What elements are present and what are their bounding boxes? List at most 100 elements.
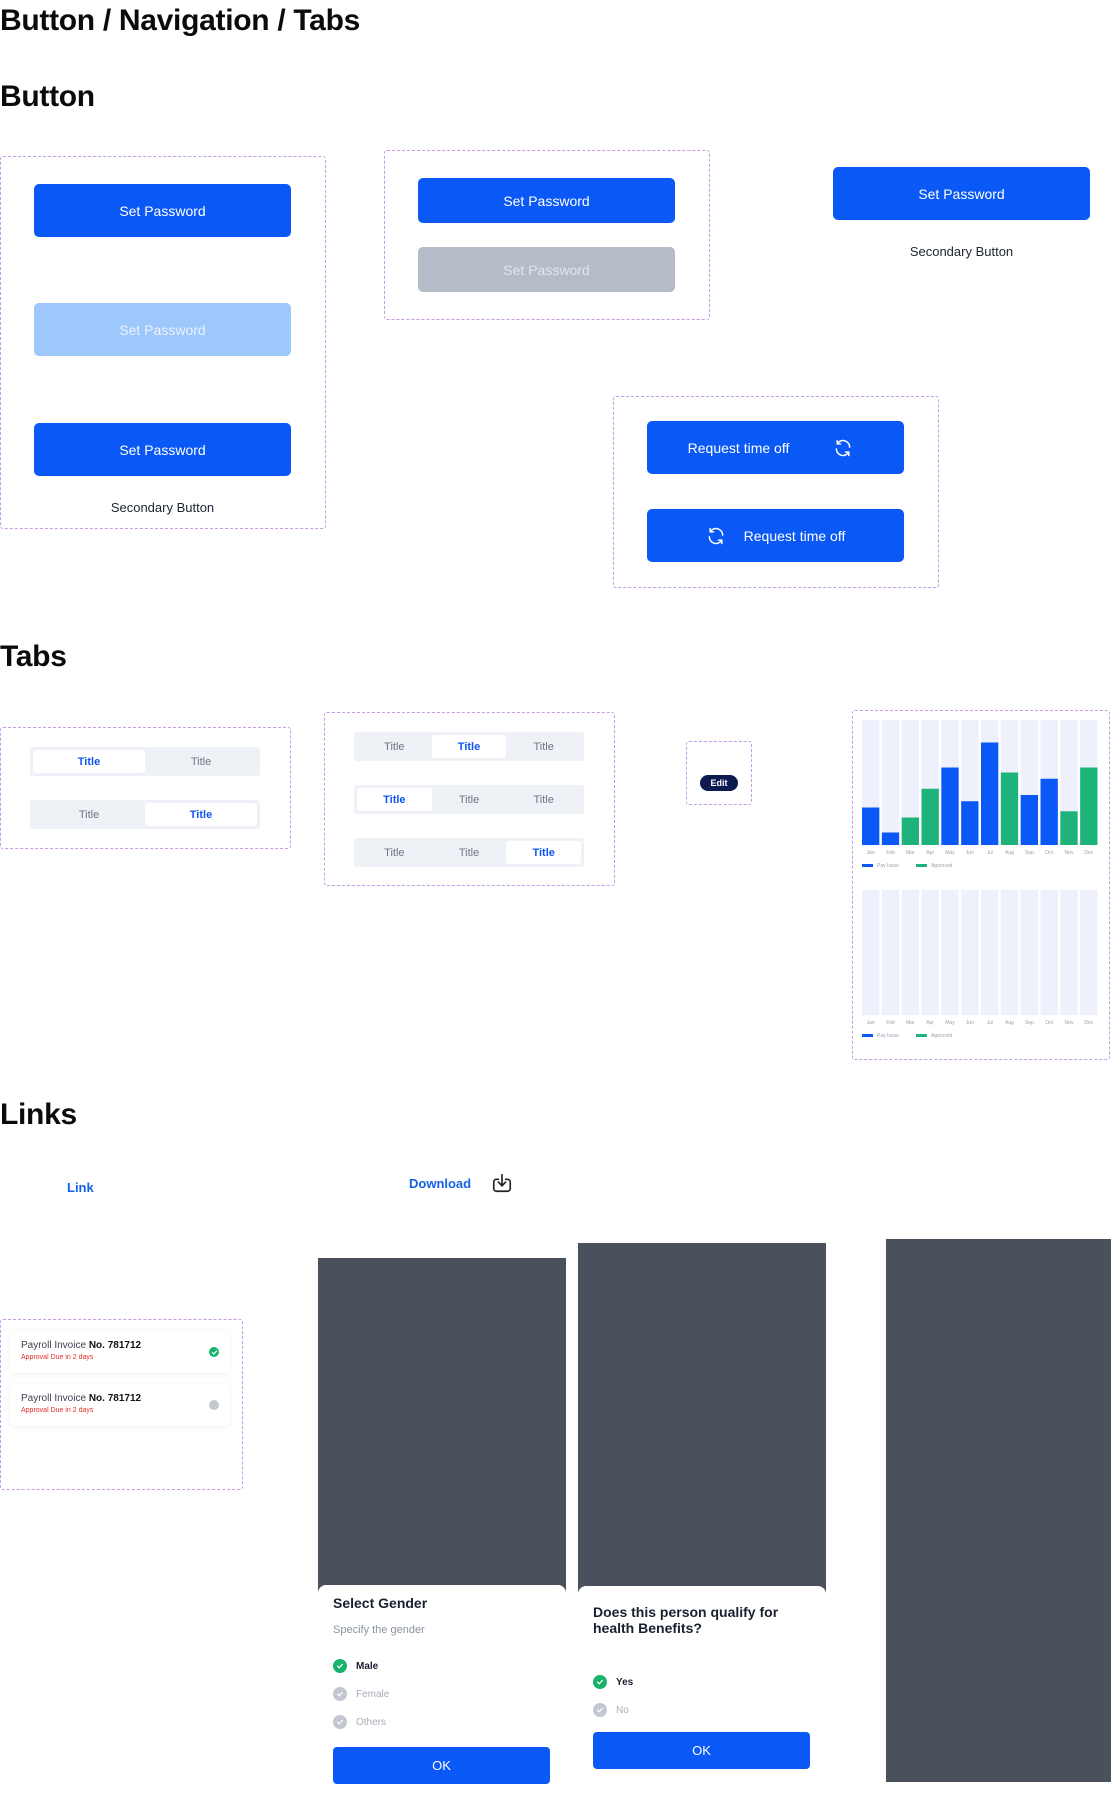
- tick-label: Feb: [886, 1020, 895, 1026]
- bar-track: [862, 890, 880, 1015]
- bar: [961, 801, 979, 845]
- tab-title[interactable]: Title: [458, 846, 480, 859]
- refresh-icon: [706, 526, 726, 546]
- invoice-card[interactable]: Payroll Invoice No. 781712 Approval Due …: [10, 1331, 230, 1373]
- option-label: Others: [356, 1716, 387, 1728]
- tick-label: Aug: [1005, 1020, 1014, 1026]
- set-password-button-enabled[interactable]: Set Password: [418, 178, 675, 223]
- tab-title[interactable]: Title: [33, 750, 145, 773]
- download-link[interactable]: Download: [409, 1172, 513, 1194]
- tick-label: Mar: [906, 1020, 915, 1026]
- bar-track: [981, 890, 999, 1015]
- tab-title[interactable]: Title: [458, 793, 480, 806]
- tick-label: Oct: [1045, 1020, 1053, 1026]
- page-title: Button / Navigation / Tabs: [0, 4, 360, 37]
- radio-option-others[interactable]: Others: [333, 1715, 386, 1729]
- legend-swatch: [862, 864, 873, 867]
- tick-label: May: [945, 850, 955, 856]
- check-icon: [333, 1715, 347, 1729]
- tick-label: Feb: [886, 850, 895, 856]
- section-heading-tabs: Tabs: [0, 640, 67, 673]
- bar: [862, 807, 880, 845]
- ok-button[interactable]: OK: [333, 1747, 550, 1784]
- bar-track: [881, 720, 900, 845]
- check-icon: [209, 1347, 219, 1357]
- bar: [1040, 778, 1058, 845]
- refresh-icon: [833, 438, 853, 458]
- bar: [1080, 767, 1098, 845]
- request-time-off-button-icon-left[interactable]: Request time off: [647, 509, 904, 562]
- text-link[interactable]: Link: [67, 1180, 94, 1195]
- invoice-card[interactable]: Payroll Invoice No. 781712 Approval Due …: [10, 1384, 230, 1426]
- legend-label: Approved: [931, 1033, 953, 1039]
- section-heading-links: Links: [0, 1098, 77, 1131]
- tick-label: Dec: [1084, 1020, 1093, 1026]
- bar-track: [1020, 890, 1038, 1015]
- tab-title[interactable]: Title: [384, 740, 405, 753]
- radio-option-no[interactable]: No: [593, 1703, 629, 1717]
- invoice-title: Payroll Invoice No. 781712: [21, 1340, 142, 1351]
- tab-title[interactable]: Title: [384, 846, 405, 859]
- bar-track: [961, 890, 979, 1015]
- set-password-button-secondary[interactable]: Set Password: [34, 423, 291, 476]
- edit-button[interactable]: Edit: [700, 775, 738, 791]
- bar: [941, 767, 959, 845]
- tab-title[interactable]: Title: [190, 755, 212, 768]
- tab-title[interactable]: Title: [533, 793, 554, 806]
- bar: [981, 742, 999, 845]
- radio-option-yes[interactable]: Yes: [593, 1675, 633, 1689]
- tabbar-three-row-2: Title Title Title: [354, 785, 584, 814]
- tabbar-three-row-3: Title Title Title: [354, 838, 584, 867]
- radio-option-female[interactable]: Female: [333, 1687, 389, 1701]
- tab-title[interactable]: Title: [357, 788, 432, 811]
- tick-label: Oct: [1045, 850, 1053, 856]
- legend-label: Pay Issue: [877, 1033, 899, 1039]
- invoice-title: Payroll Invoice No. 781712: [21, 1393, 142, 1404]
- request-time-off-label: Request time off: [743, 527, 846, 544]
- bar-track: [901, 720, 919, 845]
- bar: [921, 788, 939, 845]
- bar-track: [1000, 890, 1019, 1015]
- bar-track: [941, 890, 959, 1015]
- legend-swatch: [916, 864, 927, 867]
- bar: [881, 832, 900, 845]
- set-password-button[interactable]: Set Password: [34, 184, 291, 237]
- tab-title[interactable]: Title: [78, 808, 100, 821]
- tick-label: Aug: [1005, 850, 1014, 856]
- set-password-button-standalone[interactable]: Set Password: [833, 167, 1090, 220]
- tick-label: Apr: [926, 1020, 934, 1026]
- option-label: Yes: [616, 1676, 634, 1688]
- set-password-button-hover[interactable]: Set Password: [34, 303, 291, 356]
- option-label: No: [616, 1704, 629, 1716]
- bar-track: [1040, 890, 1058, 1015]
- check-icon: [593, 1675, 607, 1689]
- tick-label: Jun: [966, 1020, 974, 1026]
- tick-label: Jul: [986, 1020, 992, 1026]
- button-group-icon: [613, 396, 939, 588]
- tab-title[interactable]: Title: [431, 735, 507, 758]
- ok-button[interactable]: OK: [593, 1732, 810, 1769]
- tab-title[interactable]: Title: [533, 740, 554, 753]
- invoice-list-group: [0, 1319, 243, 1490]
- tabs-three-group: [324, 712, 615, 886]
- sheet-subtitle: Specify the gender: [333, 1624, 425, 1636]
- download-label: Download: [409, 1175, 472, 1191]
- option-label: Female: [356, 1688, 390, 1700]
- tab-title[interactable]: Title: [145, 803, 257, 826]
- check-icon: [333, 1659, 347, 1673]
- tick-label: Jan: [867, 1020, 875, 1026]
- legend-label: Pay Issue: [877, 863, 899, 869]
- tick-label: May: [945, 1020, 955, 1026]
- bar: [1000, 772, 1019, 845]
- radio-option-male[interactable]: Male: [333, 1659, 378, 1673]
- request-time-off-button-icon-right[interactable]: Request time off: [647, 421, 904, 474]
- charts-group: [852, 710, 1110, 1060]
- bar: [1060, 811, 1078, 845]
- tick-label: Jun: [966, 850, 974, 856]
- sheet-title: Does this person qualify for health Bene…: [593, 1604, 779, 1636]
- tab-title[interactable]: Title: [506, 841, 582, 864]
- tick-label: Mar: [906, 850, 915, 856]
- request-time-off-label: Request time off: [687, 439, 790, 456]
- download-icon: [491, 1172, 513, 1194]
